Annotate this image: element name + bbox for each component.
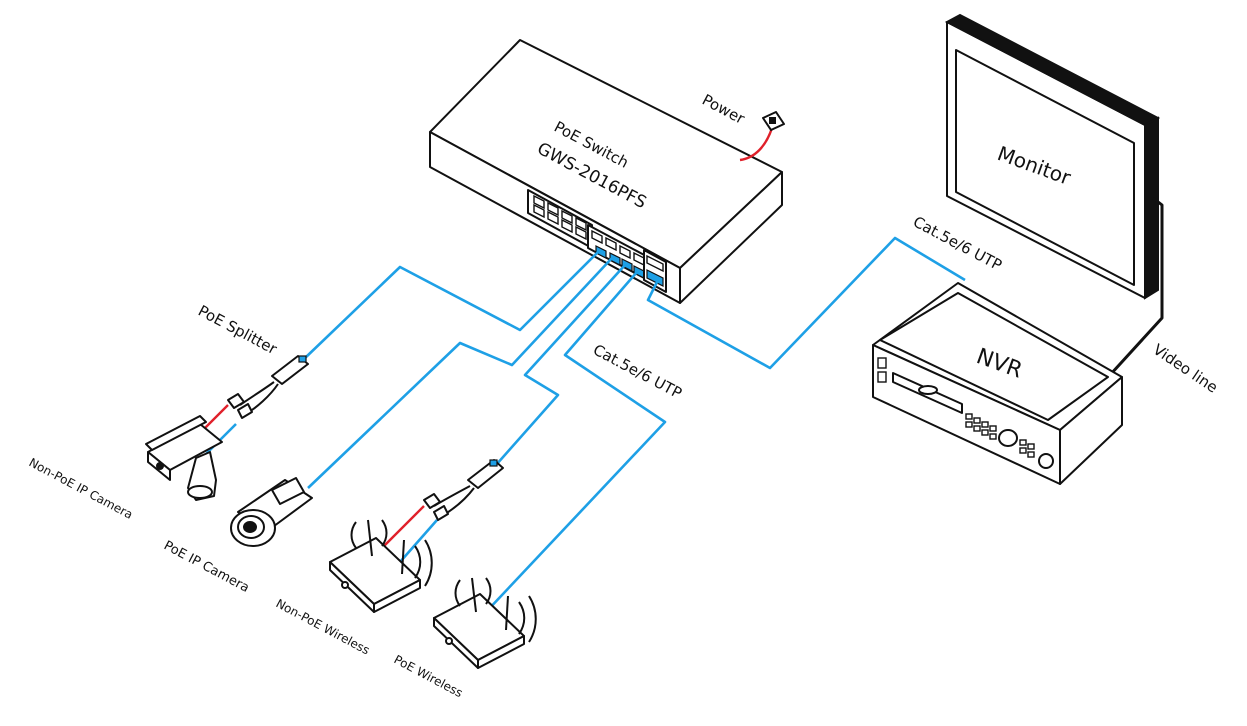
splitter-dc-plug xyxy=(227,393,245,409)
bullet-camera-mount xyxy=(271,477,305,505)
utp-cables xyxy=(199,236,966,613)
nvr-tray-button xyxy=(918,385,938,395)
non-poe-ip-camera-label: Non-PoE IP Camera xyxy=(27,455,136,522)
poe-splitter-camera xyxy=(204,355,309,429)
monitor-screen xyxy=(955,49,1135,286)
switch-side-face xyxy=(679,171,783,304)
non-poe-wireless-ap xyxy=(329,519,433,613)
power-socket-hole xyxy=(769,117,776,124)
utp-cable-to-splitter-camera xyxy=(304,249,601,359)
wireless-antenna xyxy=(367,519,373,557)
power-cable xyxy=(739,127,774,162)
poe-ip-camera-label: PoE IP Camera xyxy=(161,538,251,596)
splitter-label: PoE Splitter xyxy=(195,302,281,359)
camera-sunshield xyxy=(145,415,207,451)
switch-uplink-port-active xyxy=(646,269,664,287)
non-poe-wireless-label: Non-PoE Wireless xyxy=(274,596,372,657)
nvr-usb-port xyxy=(877,357,887,369)
nvr-button-panel xyxy=(965,413,1054,469)
video-line-label: Video line xyxy=(1150,340,1221,396)
splitter-data-cable-wireless xyxy=(399,519,438,563)
poe-splitter-wireless xyxy=(379,459,504,551)
switch-port-3-active xyxy=(621,258,633,272)
switch-port-block-1 xyxy=(527,189,593,249)
monitor-side-edge xyxy=(1144,116,1159,300)
splitter-power-cable-wireless xyxy=(379,505,425,551)
splitter-wireless-body xyxy=(467,459,504,489)
poe-switch: PoE Switch GWS-2016PFS xyxy=(429,39,783,304)
switch-port-1-active xyxy=(595,245,607,259)
nvr: NVR xyxy=(872,282,1123,485)
power-plug xyxy=(739,111,785,162)
switch-uplink-ports xyxy=(643,249,667,293)
non-poe-ip-camera xyxy=(145,415,223,501)
splitter-rj45-plug xyxy=(237,403,253,419)
splitter-body xyxy=(271,355,309,385)
utp-cable-to-poe-ip-camera xyxy=(307,257,613,489)
nvr-side-face xyxy=(1059,376,1123,485)
monitor: Monitor xyxy=(944,13,1161,300)
poe-wireless-ap xyxy=(433,577,537,669)
splitter-port xyxy=(298,355,307,363)
utp-cable-to-poe-wireless xyxy=(485,271,667,613)
utp-label-right: Cat.5e/6 UTP xyxy=(910,213,1005,275)
poe-ip-camera xyxy=(230,477,313,547)
switch-port-block-2 xyxy=(587,224,649,281)
utp-label-middle: Cat.5e/6 UTP xyxy=(590,341,685,403)
nvr-power-button xyxy=(1038,453,1054,469)
splitter-power-cable-camera xyxy=(204,404,229,429)
splitter-cable-out xyxy=(239,381,275,406)
utp-cable-to-splitter-wireless xyxy=(495,264,626,466)
utp-cable-switch-to-nvr xyxy=(646,236,966,370)
video-line-cable xyxy=(1108,196,1164,377)
poe-wireless-label: PoE Wireless xyxy=(392,652,465,700)
power-label: Power xyxy=(699,91,748,129)
bullet-camera-lens xyxy=(243,521,257,533)
switch-port-2-active xyxy=(609,252,621,266)
